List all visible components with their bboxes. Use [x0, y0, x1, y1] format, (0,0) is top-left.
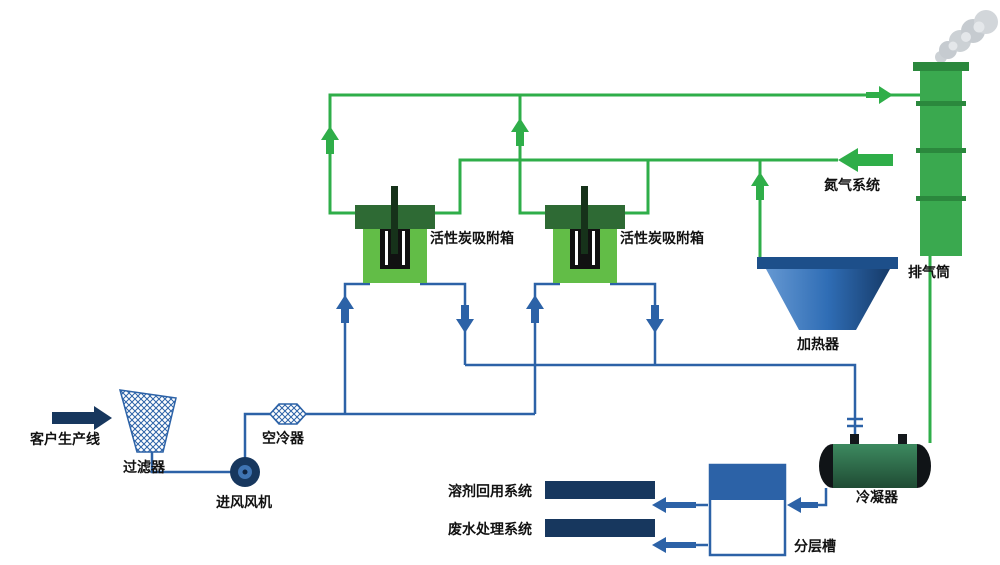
- right-arrow-to-stack: [866, 86, 893, 104]
- heater-body: [766, 269, 890, 330]
- smoke-swirl: [973, 21, 985, 33]
- stack-band: [916, 148, 966, 153]
- adsorber1-slit-right: [402, 231, 405, 265]
- filter-shape: [118, 389, 177, 453]
- fan-hub: [242, 469, 248, 475]
- adsorber2-shape: [545, 186, 625, 283]
- pipe-adsorber2-to-stack: [518, 95, 545, 215]
- nitrogen-inlet-arrow: [838, 148, 893, 172]
- up-arrow-adsorber2-inlet: [526, 295, 544, 323]
- pipe-nitrogen-header: [435, 158, 838, 215]
- condenser-nozzle-right: [898, 434, 907, 444]
- heater-shape: [757, 257, 898, 330]
- stack-body: [920, 66, 962, 256]
- pipe-adsorber1-outlet: [420, 282, 467, 365]
- pipe-adsorber2-outlet: [610, 282, 657, 365]
- adsorber1-stem: [391, 186, 398, 254]
- label-exhaust-stack: 排气筒: [908, 264, 950, 281]
- pipe-adsorber1-to-stack: [328, 93, 920, 215]
- customer-feed-arrow: [52, 406, 112, 430]
- label-solvent-reuse: 溶剂回用系统: [448, 483, 532, 500]
- up-arrow-adsorber1-inlet: [336, 295, 354, 323]
- adsorber1-shape: [355, 186, 435, 283]
- adsorber2-slit-left: [575, 231, 578, 265]
- pipe-fan-to-cooler: [243, 412, 272, 458]
- solvent-reuse-bar: [545, 481, 655, 499]
- label-condenser: 冷凝器: [856, 489, 899, 506]
- condenser-body: [833, 444, 917, 488]
- adsorber2-slit-right: [592, 231, 595, 265]
- label-separator: 分层槽: [794, 538, 836, 555]
- down-arrow-adsorber2-outlet: [646, 305, 664, 333]
- label-inlet-fan: 进风风机: [216, 494, 272, 511]
- smoke-shape: [935, 10, 998, 63]
- adsorber2-stem: [581, 186, 588, 254]
- separator-liquid: [711, 466, 784, 500]
- label-heater: 加热器: [796, 336, 840, 353]
- pipe-nitrogen-to-adsorber2: [625, 160, 650, 215]
- heater-flange: [757, 257, 898, 269]
- labels: 客户生产线 过滤器 进风风机 空冷器 活性炭吸附箱 活性炭吸附箱 氮气系统 排气…: [29, 177, 950, 555]
- down-arrow-adsorber1-outlet: [456, 305, 474, 333]
- label-nitrogen-system: 氮气系统: [823, 177, 880, 194]
- wastewater-bar: [545, 519, 655, 537]
- condenser-shape: [819, 434, 931, 488]
- smoke-swirl: [948, 41, 958, 51]
- condenser-nozzle-left: [850, 434, 859, 444]
- stack-cap: [913, 62, 969, 71]
- exhaust-stack-shape: [913, 62, 969, 256]
- label-air-cooler: 空冷器: [262, 430, 305, 447]
- adsorber1-slit-left: [385, 231, 388, 265]
- air-cooler-shape: [268, 403, 308, 425]
- pipe-adsorber1-inlet: [343, 282, 370, 414]
- up-arrow-adsorber2-exhaust: [511, 118, 529, 146]
- stack-band: [916, 196, 966, 201]
- pipe-filter-to-fan: [150, 452, 231, 474]
- up-arrow-heater-outlet: [751, 172, 769, 200]
- left-arrow-to-solvent: [652, 497, 696, 513]
- label-customer-line: 客户生产线: [29, 431, 100, 448]
- inlet-fan-shape: [230, 457, 260, 487]
- label-filter: 过滤器: [123, 459, 166, 476]
- label-adsorber-2: 活性炭吸附箱: [620, 230, 704, 247]
- label-adsorber-1: 活性炭吸附箱: [430, 230, 514, 247]
- stack-band: [916, 101, 966, 106]
- flow-arrows: [52, 86, 893, 553]
- smoke-swirl: [961, 32, 971, 42]
- label-wastewater: 废水处理系统: [448, 521, 532, 538]
- blue-pipes: [150, 282, 863, 547]
- pipe-collection-to-condenser: [465, 363, 857, 434]
- up-arrow-adsorber1-exhaust: [321, 126, 339, 154]
- left-arrow-to-wastewater: [652, 537, 696, 553]
- separator-shape: [708, 463, 787, 557]
- left-arrow-to-separator: [787, 497, 818, 513]
- pipe-adsorber2-inlet: [533, 282, 560, 414]
